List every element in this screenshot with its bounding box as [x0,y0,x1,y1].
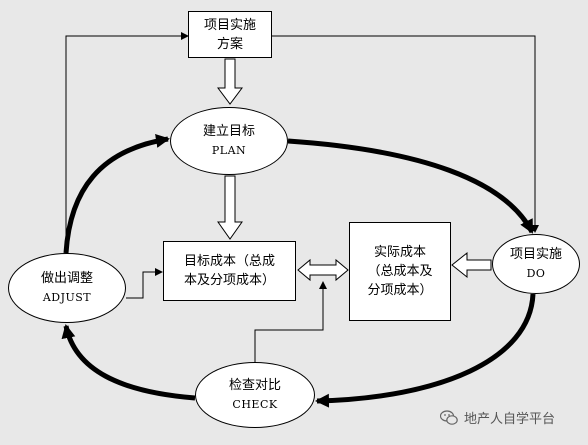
adjust-label: 做出调整 [40,271,93,286]
implementation-plan-box: 项目实施 方案 [188,11,272,58]
check-ellipse: 检查对比 CHECK [195,362,315,428]
plan-to-do-arc [287,138,535,234]
implementation-plan-line2: 方案 [216,36,243,52]
adjust-to-plan-box-line [65,32,189,253]
check-sublabel: CHECK [232,398,278,411]
do-to-check-arc [315,293,536,408]
adjust-to-target-line [126,268,163,299]
do-to-actual-arrow [451,251,492,279]
target-actual-compare-arrow [297,258,349,282]
implementation-plan-line1: 项目实施 [203,17,256,33]
plan-sublabel: PLAN [211,144,247,157]
check-to-compare-line [254,281,327,362]
target-cost-box: 目标成本（总成 本及分项成本） [163,241,296,301]
actual-cost-box: 实际成本 （总成本及 分项成本） [349,222,451,321]
actual-cost-line2: （总成本及 [367,264,433,279]
do-ellipse: 项目实施 DO [492,234,580,294]
actual-cost-line3: 分项成本） [367,283,433,298]
check-to-adjust-arc [61,324,196,401]
do-label: 项目实施 [509,247,562,262]
plan-ellipse: 建立目标 PLAN [170,107,288,175]
plan-box-to-plan-arrow [217,58,243,105]
do-sublabel: DO [526,267,546,280]
watermark: 地产人自学平台 [440,408,555,427]
plan-box-to-do-line [272,35,539,233]
actual-cost-line1: 实际成本 [373,245,426,260]
plan-to-target-arrow [217,175,243,240]
adjust-ellipse: 做出调整 ADJUST [8,253,126,323]
adjust-sublabel: ADJUST [42,291,92,304]
plan-label: 建立目标 [202,124,255,139]
watermark-text: 地产人自学平台 [464,412,556,427]
target-cost-line1: 目标成本（总成 [183,254,275,269]
target-cost-line2: 本及分项成本） [183,273,275,288]
wechat-icon [440,409,458,425]
adjust-to-plan-arc [63,134,170,254]
check-label: 检查对比 [228,378,281,393]
